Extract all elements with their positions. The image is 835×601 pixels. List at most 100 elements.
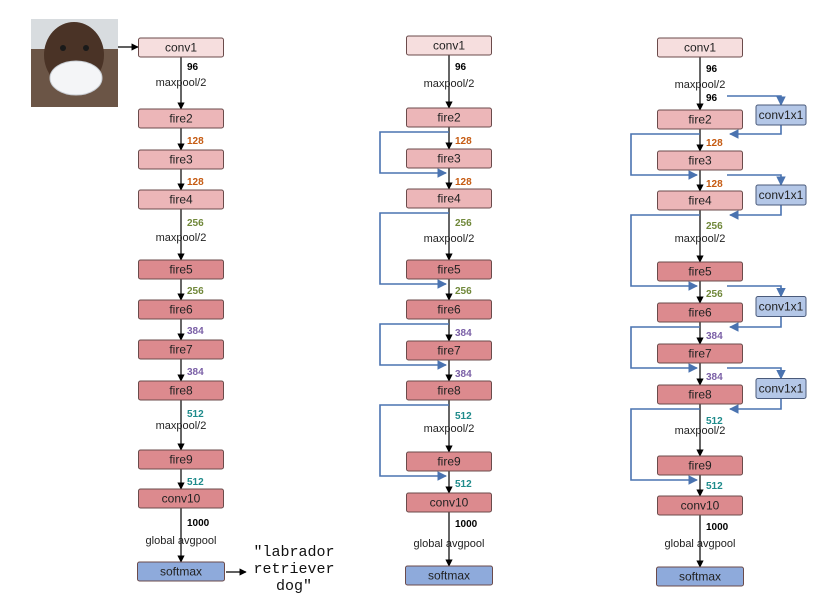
- col3-fire9-box-label: fire9: [688, 459, 712, 473]
- col2-fire3-box: fire3: [406, 148, 492, 169]
- col3-fire9-box: fire9: [657, 455, 743, 476]
- col3-conv1x1-out-4: [729, 398, 782, 414]
- col3-fire5-box-label: fire5: [688, 265, 712, 279]
- col1-n96-label: 96: [187, 62, 199, 73]
- col3-n128-label: 128: [706, 138, 723, 149]
- col2-n128-label: 128: [455, 177, 472, 188]
- col1-fire2-box: fire2: [138, 108, 224, 129]
- col3-conv1x1-in-2: [727, 174, 786, 186]
- col2-conv1-box: conv1: [406, 35, 492, 56]
- col2-global-avgpool-label: global avgpool: [414, 538, 485, 550]
- col1-fire4-box: fire4: [138, 189, 224, 210]
- col2-n512-label: 512: [455, 479, 472, 490]
- col2-fire5-box: fire5: [406, 259, 492, 280]
- col3-n512-label: 512: [706, 481, 723, 492]
- col3-fire2-box-label: fire2: [688, 113, 712, 127]
- col2-fire2-box: fire2: [406, 107, 492, 128]
- col3-conv10-box: conv10: [657, 495, 743, 516]
- col3-bypass-left-2: [630, 214, 700, 291]
- col3-conv1x1-out-1: [729, 125, 782, 139]
- col1-n256-label: 256: [187, 286, 204, 297]
- col2-conv1-box-label: conv1: [433, 39, 465, 53]
- col1-n256-label: 256: [187, 218, 204, 229]
- col1-n512-label: 512: [187, 477, 204, 488]
- col3-fire6-box: fire6: [657, 302, 743, 323]
- col3-fire4-box-label: fire4: [688, 194, 712, 208]
- col1-fire8-box-label: fire8: [169, 384, 193, 398]
- col3-n128-label: 128: [706, 179, 723, 190]
- col2-bypass-left-1: [379, 131, 449, 178]
- col1-maxpool-label-3: maxpool/2: [156, 420, 207, 432]
- col3-conv1x1-box-1: conv1x1: [755, 104, 807, 126]
- col2-maxpool-label-1: maxpool/2: [424, 78, 475, 90]
- col3-conv10-box-label: conv10: [681, 499, 720, 513]
- col3-conv1-box-label: conv1: [684, 41, 716, 55]
- col3-bypass-left-3: [630, 326, 700, 373]
- col2-n384-label: 384: [455, 328, 472, 339]
- col3-conv1-box: conv1: [657, 37, 743, 58]
- col3-conv1x1-label-3: conv1x1: [759, 300, 804, 314]
- col1-fire9-box-label: fire9: [169, 453, 193, 467]
- col3-conv1x1-label-2: conv1x1: [759, 188, 804, 202]
- col2-n384-label: 384: [455, 369, 472, 380]
- col2-bypass-left-4: [379, 404, 449, 481]
- col1-maxpool-label-2: maxpool/2: [156, 232, 207, 244]
- col3-conv1x1-in-3: [727, 285, 786, 298]
- col2-n256-label: 256: [455, 286, 472, 297]
- col1-fire5-box-label: fire5: [169, 263, 193, 277]
- col3-n384-label: 384: [706, 331, 723, 342]
- col3-maxpool-label-2: maxpool/2: [675, 233, 726, 245]
- col3-fire7-box-label: fire7: [688, 347, 712, 361]
- col3-conv1x1-box-2: conv1x1: [755, 184, 807, 206]
- col1-fire2-box-label: fire2: [169, 112, 193, 126]
- col1-softmax-box: softmax: [137, 561, 225, 582]
- col3-fire3-box-label: fire3: [688, 154, 712, 168]
- col1-conv10-box-label: conv10: [162, 492, 201, 506]
- col2-softmax-box: softmax: [405, 565, 493, 586]
- col2-n512-label: 512: [455, 411, 472, 422]
- output-label-2: retriever: [253, 561, 334, 578]
- col2-fire4-box: fire4: [406, 188, 492, 209]
- col3-softmax-box-label: softmax: [679, 570, 721, 584]
- col3-fire7-box: fire7: [657, 343, 743, 364]
- col1-n512-label: 512: [187, 409, 204, 420]
- col2-fire4-box-label: fire4: [437, 192, 461, 206]
- col2-fire5-box-label: fire5: [437, 263, 461, 277]
- col3-conv1x1-label-4: conv1x1: [759, 382, 804, 396]
- col3-conv1x1-out-3: [729, 316, 782, 332]
- col1-fire7-box-label: fire7: [169, 343, 193, 357]
- col3-maxpool-label-1: maxpool/2: [675, 79, 726, 91]
- col3-maxpool-label-3: maxpool/2: [675, 425, 726, 437]
- col2-fire6-box-label: fire6: [437, 303, 461, 317]
- col3-bypass-left-1: [630, 133, 700, 180]
- col1-conv1-box: conv1: [138, 37, 224, 58]
- input-photo: [31, 19, 118, 107]
- col2-fire8-box-label: fire8: [437, 384, 461, 398]
- col1-fire8-box: fire8: [138, 380, 224, 401]
- col2-conv10-box: conv10: [406, 492, 492, 513]
- col1-n128-label: 128: [187, 177, 204, 188]
- col2-bypass-left-3: [379, 323, 449, 370]
- col1-n384-label: 384: [187, 326, 204, 337]
- col2-n128-label: 128: [455, 136, 472, 147]
- col1-softmax-box-label: softmax: [160, 565, 202, 579]
- col3-global-avgpool-label: global avgpool: [665, 538, 736, 550]
- col2-softmax-box-label: softmax: [428, 569, 470, 583]
- col1-maxpool-label-1: maxpool/2: [156, 77, 207, 89]
- col3-conv1x1-box-3: conv1x1: [755, 296, 807, 317]
- col3-conv1x1-out-2: [729, 205, 782, 220]
- col2-n96-label: 96: [455, 62, 467, 73]
- col3-fire6-box-label: fire6: [688, 306, 712, 320]
- col1-conv10-box: conv10: [138, 488, 224, 509]
- col3-conv1x1-label-1: conv1x1: [759, 108, 804, 122]
- col2-fire8-box: fire8: [406, 380, 492, 401]
- col3-fire3-box: fire3: [657, 150, 743, 171]
- col2-n256-label: 256: [455, 218, 472, 229]
- col3-n384-label: 384: [706, 372, 723, 383]
- col3-n96-second-label: 96: [706, 93, 718, 104]
- col2-fire7-box-label: fire7: [437, 344, 461, 358]
- col1-fire3-box-label: fire3: [169, 153, 193, 167]
- col3-n256-label: 256: [706, 221, 723, 232]
- col1-fire5-box: fire5: [138, 259, 224, 280]
